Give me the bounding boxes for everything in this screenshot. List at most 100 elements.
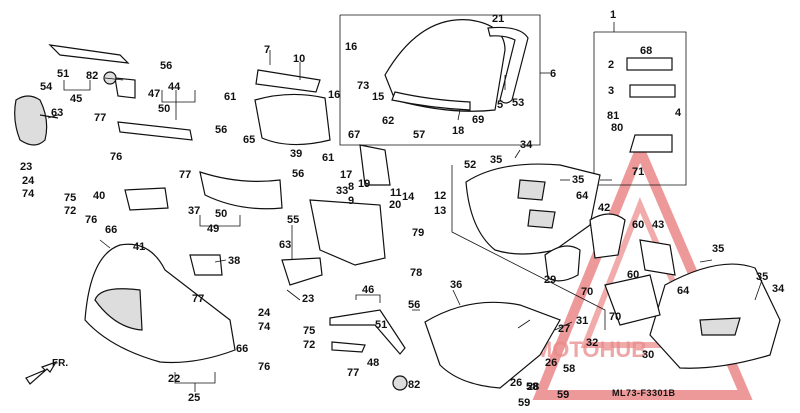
callout-24a: 24: [22, 175, 35, 187]
callout-38: 38: [228, 255, 240, 267]
callout-30: 30: [642, 349, 654, 361]
callout-63b: 63: [279, 239, 291, 251]
callout-39: 39: [290, 148, 302, 160]
callout-27: 27: [558, 323, 570, 335]
callout-17: 17: [340, 169, 352, 181]
callout-26a: 26: [545, 357, 557, 369]
callout-71: 71: [632, 166, 644, 178]
callout-61a: 61: [224, 91, 236, 103]
bracket-lines: [63, 14, 687, 392]
callout-56a: 56: [160, 60, 172, 72]
callout-62: 62: [382, 115, 394, 127]
callout-60b: 60: [627, 269, 639, 281]
pad-3-part: [629, 84, 676, 98]
callout-1: 1: [610, 9, 616, 21]
diagram-code: ML73-F3301B: [612, 388, 676, 398]
callout-82b: 82: [408, 379, 420, 391]
callout-9: 9: [348, 195, 354, 207]
stay-bracket-part: [309, 199, 386, 266]
callout-35a: 35: [490, 154, 502, 166]
callout-4: 4: [675, 107, 682, 119]
bracket-4-part: [629, 134, 673, 153]
callout-67: 67: [348, 129, 360, 141]
callout-10: 10: [293, 53, 305, 65]
callout-12: 12: [434, 190, 446, 202]
callout-79: 79: [412, 227, 424, 239]
callout-22: 22: [168, 373, 180, 385]
callout-42: 42: [598, 202, 610, 214]
callout-44: 44: [168, 81, 181, 93]
callout-36: 36: [450, 279, 462, 291]
callout-55: 55: [287, 214, 299, 226]
callout-31: 31: [576, 315, 588, 327]
leader-lines: [47, 50, 763, 331]
callout-73: 73: [357, 80, 369, 92]
callout-75a: 75: [64, 192, 76, 204]
callout-52: 52: [464, 159, 476, 171]
callout-2: 2: [608, 59, 614, 71]
callout-33: 33: [336, 185, 348, 197]
callout-8: 8: [348, 181, 354, 193]
parts: [14, 19, 781, 391]
callout-64a: 64: [576, 190, 589, 202]
front-direction-label: FR.: [52, 358, 68, 369]
callout-58b: 58: [563, 363, 575, 375]
side-cowl-right-part: [649, 263, 781, 369]
callout-5: 5: [497, 99, 503, 111]
callout-46: 46: [362, 284, 374, 296]
front-arrow-icon: [25, 360, 58, 385]
bracket-42-part: [589, 213, 626, 259]
callout-6: 6: [550, 68, 556, 80]
callout-37: 37: [188, 205, 200, 217]
callout-7: 7: [264, 44, 270, 56]
callout-40: 40: [93, 190, 105, 202]
callout-51b: 51: [375, 319, 387, 331]
callout-68: 68: [640, 45, 652, 57]
callout-25: 25: [188, 392, 200, 404]
callout-53: 53: [512, 97, 524, 109]
watermark-triangle-inner: [580, 197, 705, 348]
callout-16b: 16: [328, 89, 340, 101]
callout-57: 57: [413, 129, 425, 141]
callout-66a: 66: [105, 224, 117, 236]
callout-59a: 59: [518, 397, 530, 409]
callout-45: 45: [70, 93, 82, 105]
callout-labels: 1 2 3 4 5 6 7 8 9 10 11 12 13 14 15 16 1…: [20, 9, 785, 409]
callout-20: 20: [389, 199, 401, 211]
callout-77b: 77: [179, 169, 191, 181]
callout-26b: 26: [510, 377, 522, 389]
side-rail-lower-part: [329, 309, 406, 355]
callout-80: 80: [611, 122, 623, 134]
duct-part: [281, 257, 323, 286]
callout-69: 69: [472, 114, 484, 126]
bracket-43-part: [639, 239, 676, 276]
callout-61b: 61: [322, 152, 334, 164]
callout-77c: 77: [192, 293, 204, 305]
callout-15: 15: [372, 91, 384, 103]
callout-66b: 66: [236, 343, 248, 355]
callout-74b: 74: [258, 321, 271, 333]
callout-29: 29: [544, 274, 556, 286]
callout-28: 28: [527, 381, 539, 393]
callout-50a: 50: [158, 103, 170, 115]
callout-32: 32: [586, 337, 598, 349]
lower-cowl-center-part: [424, 301, 561, 389]
callout-81: 81: [607, 110, 619, 122]
callout-70b: 70: [609, 311, 621, 323]
callout-58a: 58: [526, 381, 538, 393]
callout-41: 41: [133, 241, 145, 253]
callout-59b: 59: [557, 389, 569, 401]
upper-rail-part: [48, 44, 130, 64]
callout-35b: 35: [572, 174, 584, 186]
pad-2-part: [626, 57, 673, 71]
callout-56d: 56: [408, 299, 420, 311]
inner-cowl-part: [199, 171, 283, 210]
callout-11: 11: [390, 187, 402, 199]
callout-78: 78: [410, 267, 422, 279]
callout-35d: 35: [756, 271, 768, 283]
callout-65: 65: [243, 134, 255, 146]
callout-51a: 51: [57, 68, 69, 80]
callout-60a: 60: [632, 219, 644, 231]
callout-34b: 34: [772, 283, 785, 295]
